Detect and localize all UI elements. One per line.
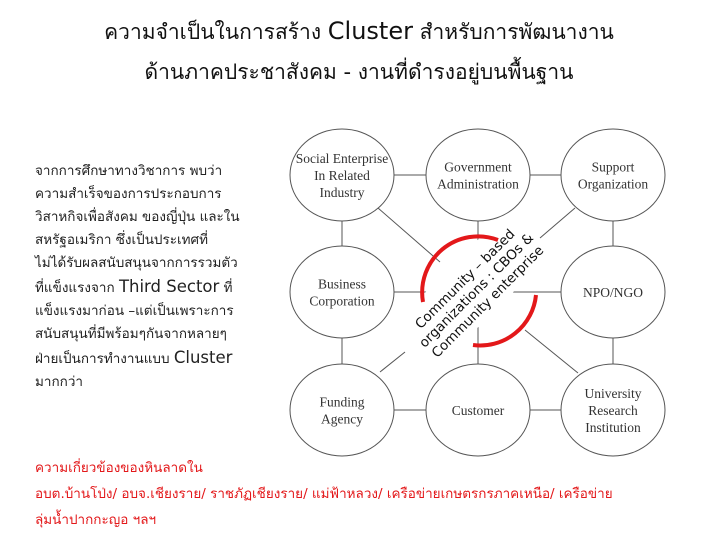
node-circle	[425, 128, 531, 222]
node-label: Industry	[320, 185, 365, 200]
node-label: University	[585, 386, 642, 401]
body-line: สหรัฐอเมริกา ซึ่งเป็นประเทศที่	[35, 232, 208, 248]
related-heading: ความเกี่ยวข้องของหินลาดใน	[35, 460, 203, 476]
title-line-2: ด้านภาคประชาสังคม - งานที่ดำรงอยู่บนพื้น…	[144, 60, 574, 84]
node-label: Organization	[578, 177, 648, 192]
body-paragraph: จากการศึกษาทางวิชาการ พบว่า ความสำเร็จขอ…	[35, 160, 265, 394]
related-list: อบต.บ้านโป่ง/ อบจ.เชียงราย/ ราชภัฏเชียงร…	[35, 486, 613, 502]
related-parties: ความเกี่ยวข้องของหินลาดใน อบต.บ้านโป่ง/ …	[35, 455, 613, 533]
body-text-en: Third Sector	[118, 277, 220, 296]
title-text: ความจำเป็นในการสร้าง	[104, 20, 322, 44]
red-arc	[472, 294, 538, 348]
title-cluster: Cluster	[327, 17, 413, 45]
body-line: จากการศึกษาทางวิชาการ พบว่า	[35, 163, 223, 179]
diagonal-edge	[379, 351, 406, 373]
node-label: In Related	[314, 168, 370, 183]
center-background	[410, 223, 539, 351]
diagonal-edge	[524, 329, 579, 374]
related-list: ลุ่มน้ำปากกะญอ ฯลฯ	[35, 512, 157, 528]
node-label: Research	[588, 403, 638, 418]
node-label: Corporation	[309, 294, 374, 309]
body-text-en: Cluster	[173, 348, 233, 367]
body-line: ความสำเร็จของการประกอบการ	[35, 186, 222, 202]
node-label: Administration	[437, 177, 519, 192]
body-line: ไม่ได้รับผลสนับสนุนจากการรวมตัว	[35, 255, 238, 271]
diagonal-edge	[377, 207, 441, 263]
node-circle	[560, 128, 666, 222]
node-circle	[560, 245, 666, 339]
node-circle	[289, 245, 395, 339]
node-label: Agency	[321, 412, 363, 427]
body-text: ที่แข็งแรงจาก	[35, 280, 115, 296]
node-label: Funding	[319, 395, 364, 410]
node-circle	[425, 363, 531, 457]
node-label: Business	[318, 277, 366, 292]
body-line: ฝ่ายเป็นการทำงานแบบ Cluster	[35, 346, 265, 371]
body-text: ฝ่ายเป็นการทำงานแบบ	[35, 351, 170, 367]
diagonal-edge	[539, 207, 576, 239]
body-line: สนับสนุนที่มีพร้อมๆกันจากหลายๆ	[35, 326, 227, 342]
body-line: วิสาหกิจเพื่อสังคม ของญี่ปุ่น และใน	[35, 209, 240, 225]
node-label: Social Enterprise	[296, 151, 389, 166]
node-circle	[289, 363, 395, 457]
body-line: แข็งแรงมาก่อน –แต่เป็นเพราะการ	[35, 303, 234, 319]
title-text: สำหรับการพัฒนางาน	[419, 20, 614, 44]
node-circle	[289, 128, 395, 222]
node-label: Customer	[452, 403, 505, 418]
node-label: Support	[592, 160, 635, 175]
body-text: ที่	[223, 280, 233, 296]
node-label: NPO/NGO	[583, 285, 643, 300]
node-label: Institution	[585, 420, 641, 435]
body-line: มากกว่า	[35, 374, 83, 390]
red-arc	[420, 234, 499, 303]
body-line: ที่แข็งแรงจาก Third Sector ที่	[35, 275, 265, 300]
node-label: Government	[444, 160, 512, 175]
node-circle	[560, 363, 666, 457]
title-line-1: ความจำเป็นในการสร้าง Cluster สำหรับการพั…	[0, 16, 718, 49]
